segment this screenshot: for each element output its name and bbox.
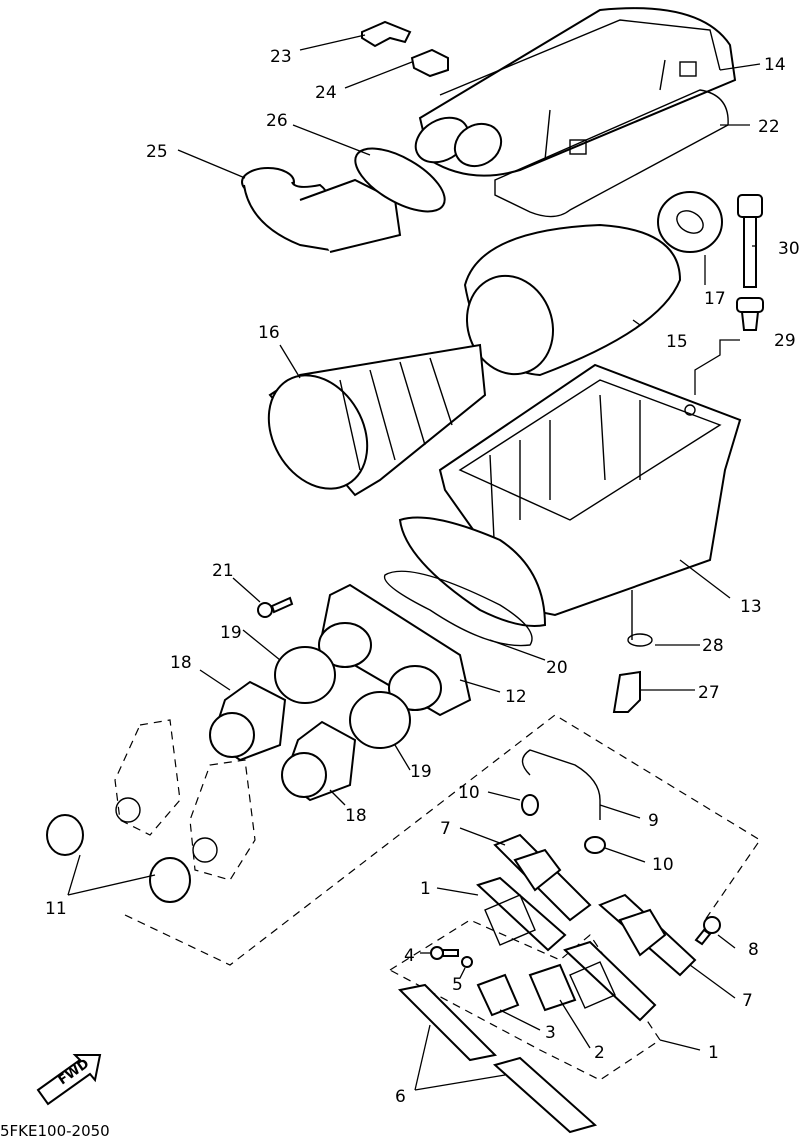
callout-27: 27 (698, 683, 720, 703)
part-24-clip (410, 48, 449, 78)
part-6-gasket-a (397, 983, 498, 1062)
part-17-joint (657, 191, 723, 253)
part-22-seal (494, 89, 729, 218)
part-15-filter-element (463, 223, 682, 377)
callout-7-b: 7 (742, 991, 753, 1011)
callout-17: 17 (704, 289, 726, 309)
callout-3: 3 (545, 1023, 556, 1043)
reed-valve-group-outline (124, 714, 761, 966)
callout-29: 29 (774, 331, 796, 351)
part-23-clip (361, 20, 412, 48)
part-26-clamp (354, 147, 446, 213)
part-18-carb-joint-a (209, 680, 287, 762)
part-11-clamp-a (46, 814, 84, 856)
part-7-housing-b (598, 893, 697, 977)
part-12-joint (318, 583, 472, 717)
part-30-bolt (737, 194, 763, 288)
callout-16: 16 (258, 323, 280, 343)
part-1-reed-valve-a (476, 876, 567, 952)
part-11-clamp-b (149, 857, 191, 903)
callout-20: 20 (546, 658, 568, 678)
part-3-reed (476, 973, 520, 1017)
callout-18-b: 18 (345, 806, 367, 826)
part-7-housing-a (493, 833, 592, 922)
callout-1-b: 1 (708, 1043, 719, 1063)
callout-21: 21 (212, 561, 234, 581)
part-13-airbox-body (398, 363, 742, 627)
callout-24: 24 (315, 83, 337, 103)
part-8-screw (694, 916, 721, 946)
callout-7-a: 7 (440, 819, 451, 839)
fwd-arrow: FWD (36, 1054, 102, 1106)
part-18-carb-joint-b (281, 720, 357, 802)
part-5-washer (461, 956, 473, 968)
callout-14: 14 (764, 55, 786, 75)
leader-lines (67, 34, 761, 1091)
part-10-clip-b (584, 836, 606, 854)
callout-30: 30 (778, 239, 800, 259)
part-28-clip (627, 590, 653, 647)
part-1-reed-valve-b (563, 940, 657, 1022)
callout-23: 23 (270, 47, 292, 67)
callout-8: 8 (748, 940, 759, 960)
callout-22: 22 (758, 117, 780, 137)
callout-5: 5 (452, 975, 463, 995)
part-19-clamp-a (274, 646, 336, 704)
callout-18-a: 18 (170, 653, 192, 673)
callout-9: 9 (648, 811, 659, 831)
part-6-gasket-b (492, 1056, 598, 1134)
part-25-intake-duct (241, 167, 402, 253)
callout-1-a: 1 (420, 879, 431, 899)
callout-19-a: 19 (220, 623, 242, 643)
callout-4: 4 (404, 946, 415, 966)
callout-26: 26 (266, 111, 288, 131)
callout-11: 11 (45, 899, 67, 919)
callout-13: 13 (740, 597, 762, 617)
callout-15: 15 (666, 332, 688, 352)
part-20-gasket (383, 570, 533, 647)
carburetor-outline (114, 719, 256, 881)
part-2-stopper (528, 963, 577, 1012)
diagram-code: 5FKE100-2050 (0, 1122, 110, 1139)
callout-10-a: 10 (458, 783, 480, 803)
callout-labels: 23 24 26 25 14 22 30 17 29 15 16 13 21 1… (45, 47, 800, 1107)
callout-28: 28 (702, 636, 724, 656)
part-9-hose (521, 749, 601, 820)
part-16-filter-cage (267, 343, 487, 497)
part-19-clamp-b (349, 691, 411, 749)
part-10-clip-a (521, 794, 539, 816)
callout-25: 25 (146, 142, 168, 162)
callout-6: 6 (395, 1087, 406, 1107)
callout-12: 12 (505, 687, 527, 707)
callout-10-b: 10 (652, 855, 674, 875)
part-21-screw (257, 596, 294, 618)
part-27-fitting (612, 670, 641, 713)
callout-19-b: 19 (410, 762, 432, 782)
part-14-airbox-cover (414, 7, 737, 177)
part-4-screw (430, 946, 459, 960)
callout-2: 2 (594, 1043, 605, 1063)
part-29-cap (736, 297, 764, 331)
